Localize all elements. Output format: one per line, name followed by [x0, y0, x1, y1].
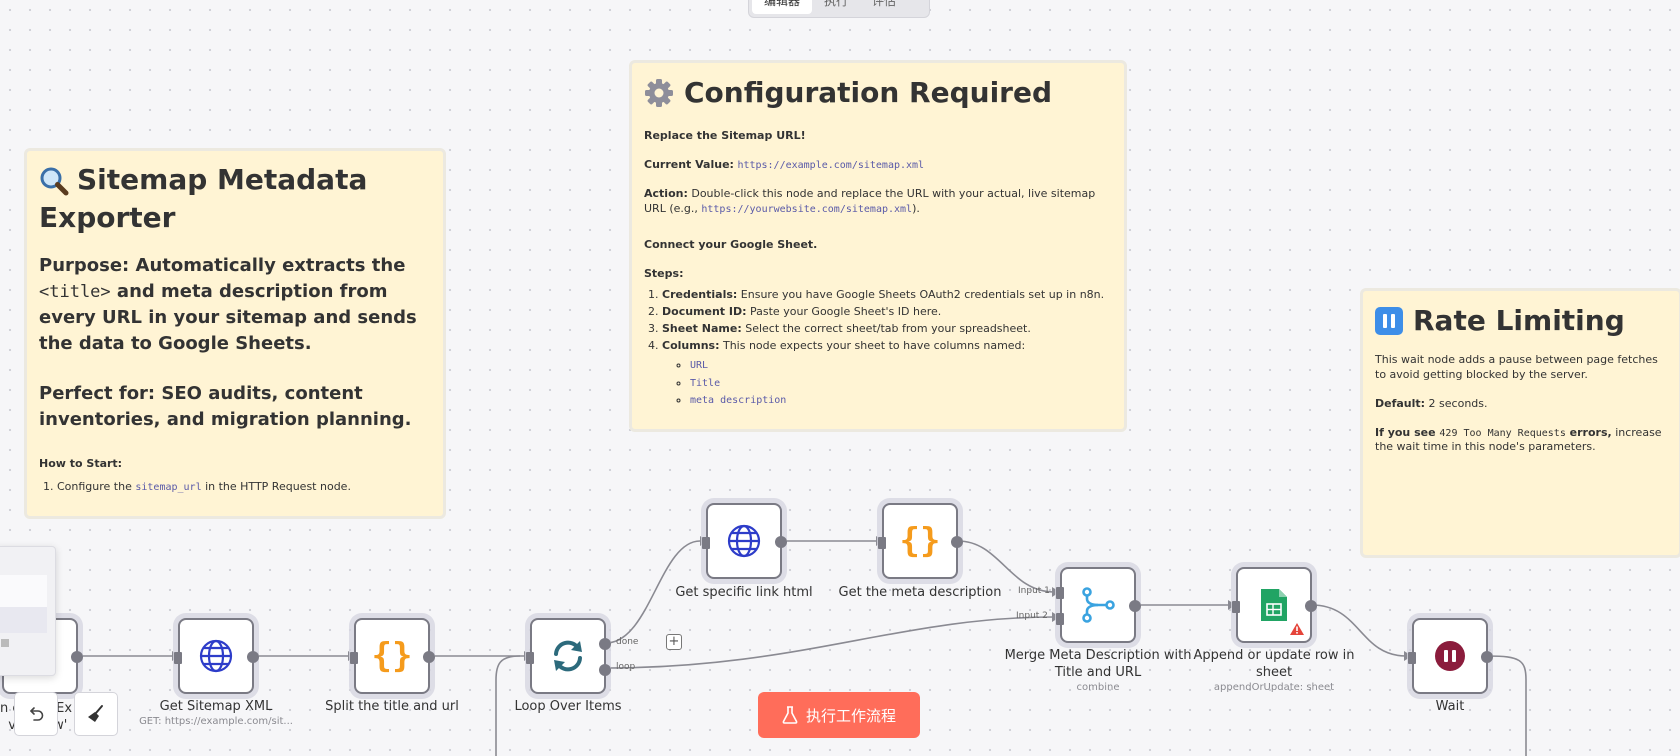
node-subtitle: appendOrUpdate: sheet: [1213, 682, 1335, 693]
output-port[interactable]: [775, 536, 787, 548]
node-split-title-url[interactable]: {}: [350, 618, 435, 694]
broom-icon: [88, 705, 103, 722]
node-label: Merge Meta Description with Title and UR…: [1004, 648, 1192, 680]
add-node-button[interactable]: +: [666, 634, 682, 650]
input-port[interactable]: [1232, 601, 1240, 613]
view-tabs: 编辑器 执行 评估: [748, 0, 930, 18]
code-braces-icon: {}: [899, 521, 941, 561]
note-title: Configuration Required: [644, 71, 1112, 115]
node-label: Loop Over Items: [514, 699, 622, 714]
undo-button[interactable]: [14, 692, 58, 736]
config-steps: Credentials: Ensure you have Google Shee…: [644, 286, 1112, 409]
node-loop-over-items[interactable]: [526, 618, 611, 694]
columns-list: URL Title meta description: [662, 356, 1112, 409]
step-item: Configure the sitemap_url in the HTTP Re…: [57, 478, 431, 496]
undo-icon: [30, 707, 44, 721]
output-port[interactable]: [951, 536, 963, 548]
input-port[interactable]: [526, 652, 534, 664]
sticky-note-sitemap-exporter[interactable]: Sitemap Metadata Exporter Purpose: Autom…: [24, 148, 446, 519]
pause-icon: [1435, 641, 1465, 671]
step-item: Document ID: Paste your Google Sheet's I…: [662, 303, 1112, 320]
node-get-sitemap-xml[interactable]: [174, 618, 259, 694]
tab-executions[interactable]: 执行: [824, 0, 849, 8]
node-label: Get Sitemap XML: [159, 699, 273, 714]
output-port-done[interactable]: [599, 638, 611, 650]
side-panel[interactable]: [0, 546, 56, 676]
magnifier-icon: [40, 167, 69, 196]
warning-icon[interactable]: [1290, 623, 1304, 635]
tab-evaluations[interactable]: 评估: [872, 0, 897, 8]
output-port-loop[interactable]: [599, 664, 611, 676]
port-label-input2: Input 2: [1016, 611, 1048, 621]
note-title: Sitemap Metadata Exporter: [39, 163, 368, 234]
steps-label: Steps:: [644, 267, 684, 281]
step-item: Columns: This node expects your sheet to…: [662, 337, 1112, 409]
action-text: Action: Double-click this node and repla…: [644, 186, 1096, 215]
port-label-done: done: [616, 637, 639, 647]
perfect-for-text: Perfect for: SEO audits, content invento…: [39, 383, 412, 430]
output-port[interactable]: [1129, 600, 1141, 612]
purpose-text: Purpose: Automatically extracts the <tit…: [39, 255, 417, 354]
node-get-specific-link-html[interactable]: [702, 503, 787, 579]
flask-icon: [782, 706, 798, 724]
step-item: Credentials: Ensure you have Google Shee…: [662, 286, 1112, 303]
node-label: Split the title and url: [325, 699, 459, 714]
sticky-note-configuration[interactable]: Configuration Required Replace the Sitem…: [629, 60, 1127, 432]
node-subtitle: combine: [1076, 682, 1120, 693]
input-port-2[interactable]: [1056, 613, 1064, 625]
input-port[interactable]: [1408, 652, 1416, 664]
how-to-start-title: How to Start:: [39, 457, 123, 470]
node-label: Get the meta description: [838, 585, 1002, 600]
port-label-loop: loop: [616, 662, 636, 672]
input-port[interactable]: [174, 652, 182, 664]
node-get-meta-description[interactable]: {}: [878, 503, 963, 579]
globe-icon: [727, 524, 761, 558]
input-port[interactable]: [350, 652, 358, 664]
node-wait[interactable]: [1408, 618, 1493, 694]
step-item: Sheet Name: Select the correct sheet/tab…: [662, 320, 1112, 337]
connect-sheet-title: Connect your Google Sheet.: [644, 238, 818, 252]
rate-desc: This wait node adds a pause between page…: [1375, 353, 1658, 381]
node-merge[interactable]: [1056, 567, 1141, 643]
merge-icon: [1082, 587, 1115, 623]
note-title: Rate Limiting: [1375, 299, 1667, 343]
panel-marker: [1, 639, 9, 647]
output-port[interactable]: [423, 651, 435, 663]
output-port[interactable]: [1481, 651, 1493, 663]
output-port[interactable]: [1305, 600, 1317, 612]
input-port[interactable]: [878, 537, 886, 549]
input-port[interactable]: [702, 537, 710, 549]
port-label-input1: Input 1: [1018, 586, 1050, 596]
panel-row-selected[interactable]: [0, 607, 47, 633]
replace-url-title: Replace the Sitemap URL!: [644, 129, 806, 142]
execute-workflow-button[interactable]: 执行工作流程: [758, 692, 920, 738]
column-item: URL: [690, 356, 1112, 374]
node-subtitle: GET: https://example.com/sit...: [139, 716, 293, 727]
input-port-1[interactable]: [1056, 587, 1064, 599]
column-item: Title: [690, 374, 1112, 392]
rate-default: Default: 2 seconds.: [1375, 396, 1488, 410]
rate-if-see: If you see 429 Too Many Requests errors,…: [1375, 425, 1662, 454]
how-to-start-steps: Configure the sitemap_url in the HTTP Re…: [39, 478, 431, 496]
code-braces-icon: {}: [371, 636, 413, 676]
column-item: meta description: [690, 391, 1112, 409]
node-label: Wait: [1435, 699, 1465, 714]
pause-icon: [1375, 307, 1403, 335]
tab-editor[interactable]: 编辑器: [752, 0, 813, 14]
google-sheets-icon: [1261, 589, 1287, 621]
panel-row: [0, 575, 47, 607]
sticky-note-rate-limiting[interactable]: Rate Limiting This wait node adds a paus…: [1360, 288, 1680, 558]
loop-arrows-icon: [554, 640, 582, 672]
output-port[interactable]: [247, 651, 259, 663]
gear-icon: [645, 79, 673, 107]
globe-icon: [199, 639, 233, 673]
node-label: Get specific link html: [675, 585, 813, 600]
node-append-or-update-sheet[interactable]: [1232, 567, 1317, 643]
node-label: Append or update row in sheet: [1193, 648, 1355, 680]
output-port[interactable]: [71, 651, 83, 663]
current-value: Current Value: https://example.com/sitem…: [644, 157, 925, 171]
tidy-up-button[interactable]: [74, 692, 118, 736]
